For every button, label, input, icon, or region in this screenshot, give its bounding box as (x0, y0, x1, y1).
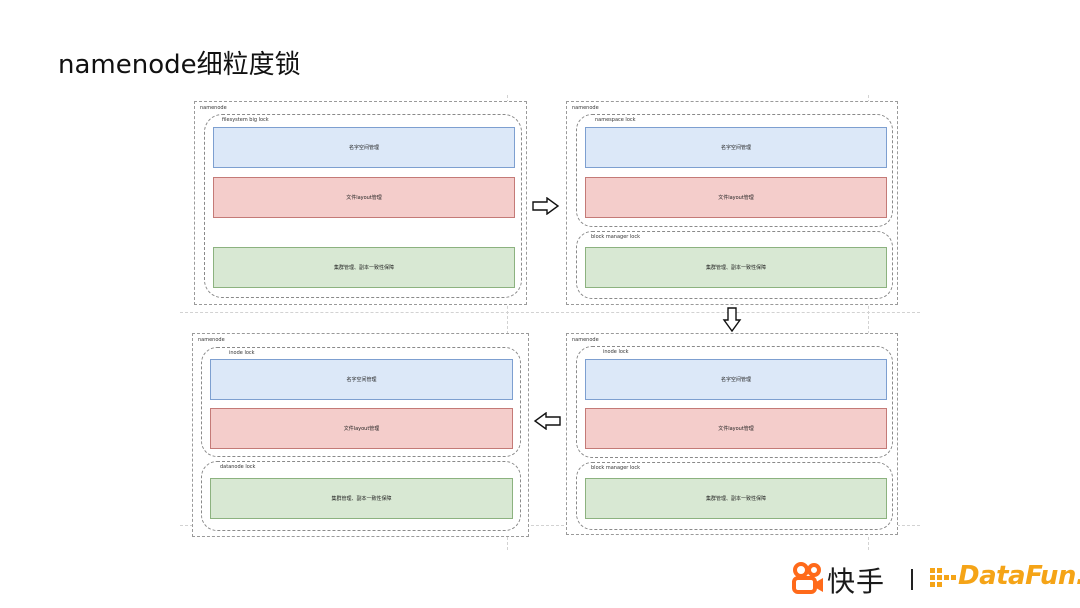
file-layout-management-box: 文件layout管理 (213, 177, 515, 218)
cluster-management-box: 集群管理、副本一致性保障 (585, 478, 887, 519)
lock-label: datanode lock (220, 464, 256, 470)
lock-label: inode lock (603, 349, 629, 355)
box-label: 集群管理、副本一致性保障 (333, 265, 394, 271)
inode-lock-region: inode lock 名字空间管理 文件layout管理 (201, 347, 521, 457)
panel-label: namenode (198, 337, 225, 343)
guide-line (868, 95, 869, 550)
datanode-lock-region: datanode lock 集群管理、副本一致性保障 (201, 461, 521, 531)
namenode-panel-namespace-lock: namenode namespace lock 名字空间管理 文件layout管… (566, 101, 898, 305)
arrow-down-icon (722, 307, 742, 333)
guide-line (507, 95, 508, 550)
box-label: 文件layout管理 (718, 195, 754, 201)
box-label: 集群管理、副本一致性保障 (331, 496, 392, 502)
namespace-management-box: 名字空间管理 (210, 359, 513, 400)
panel-label: namenode (572, 105, 599, 111)
namespace-lock-region: namespace lock 名字空间管理 文件layout管理 (576, 114, 893, 227)
lock-label: filesystem big lock (222, 117, 269, 123)
box-label: 文件layout管理 (343, 426, 380, 432)
arrow-left-icon (533, 412, 561, 430)
kuaishou-logo-icon (792, 562, 823, 594)
box-label: 集群管理、副本一致性保障 (705, 496, 766, 502)
panel-label: namenode (572, 337, 599, 343)
file-layout-management-box: 文件layout管理 (210, 408, 513, 449)
box-label: 名字空间管理 (720, 377, 751, 383)
file-layout-management-box: 文件layout管理 (585, 408, 887, 449)
box-label: 文件layout管理 (718, 426, 754, 432)
page-title: namenode细粒度锁 (58, 50, 301, 80)
block-manager-lock-region: block manager lock 集群管理、副本一致性保障 (576, 462, 893, 530)
lock-label: block manager lock (591, 234, 641, 240)
datafun-logo-text: DataFun. (958, 561, 1080, 591)
namespace-management-box: 名字空间管理 (585, 127, 887, 168)
lock-label: inode lock (229, 350, 255, 356)
box-label: 名字空间管理 (348, 145, 379, 151)
kuaishou-logo-text: 快手 (827, 565, 886, 598)
box-label: 集群管理、副本一致性保障 (705, 265, 766, 271)
namenode-panel-big-lock: namenode filesystem big lock 名字空间管理 文件la… (194, 101, 527, 305)
panel-label: namenode (200, 105, 227, 111)
lock-label: block manager lock (591, 465, 641, 471)
namespace-management-box: 名字空间管理 (585, 359, 887, 400)
guide-line (180, 525, 920, 526)
box-label: 名字空间管理 (346, 377, 377, 383)
file-layout-management-box: 文件layout管理 (585, 177, 887, 218)
arrow-right-icon (532, 197, 560, 215)
inode-lock-region: inode lock 名字空间管理 文件layout管理 (576, 346, 893, 458)
box-label: 文件layout管理 (346, 195, 382, 201)
cluster-management-box: 集群管理、副本一致性保障 (210, 478, 513, 519)
datafun-logo-icon (930, 568, 956, 587)
lock-label: namespace lock (595, 117, 636, 123)
logo-separator (911, 569, 913, 590)
namespace-management-box: 名字空间管理 (213, 127, 515, 168)
cluster-management-box: 集群管理、副本一致性保障 (585, 247, 887, 288)
box-label: 名字空间管理 (720, 145, 751, 151)
filesystem-big-lock-region: filesystem big lock 名字空间管理 文件layout管理 集群… (204, 114, 522, 298)
namenode-panel-inode-lock-block-manager: namenode inode lock 名字空间管理 文件layout管理 bl… (566, 333, 898, 535)
namenode-panel-inode-lock-datanode: namenode inode lock 名字空间管理 文件layout管理 da… (192, 333, 529, 537)
block-manager-lock-region: block manager lock 集群管理、副本一致性保障 (576, 231, 893, 299)
cluster-management-box: 集群管理、副本一致性保障 (213, 247, 515, 288)
guide-line (180, 312, 920, 313)
